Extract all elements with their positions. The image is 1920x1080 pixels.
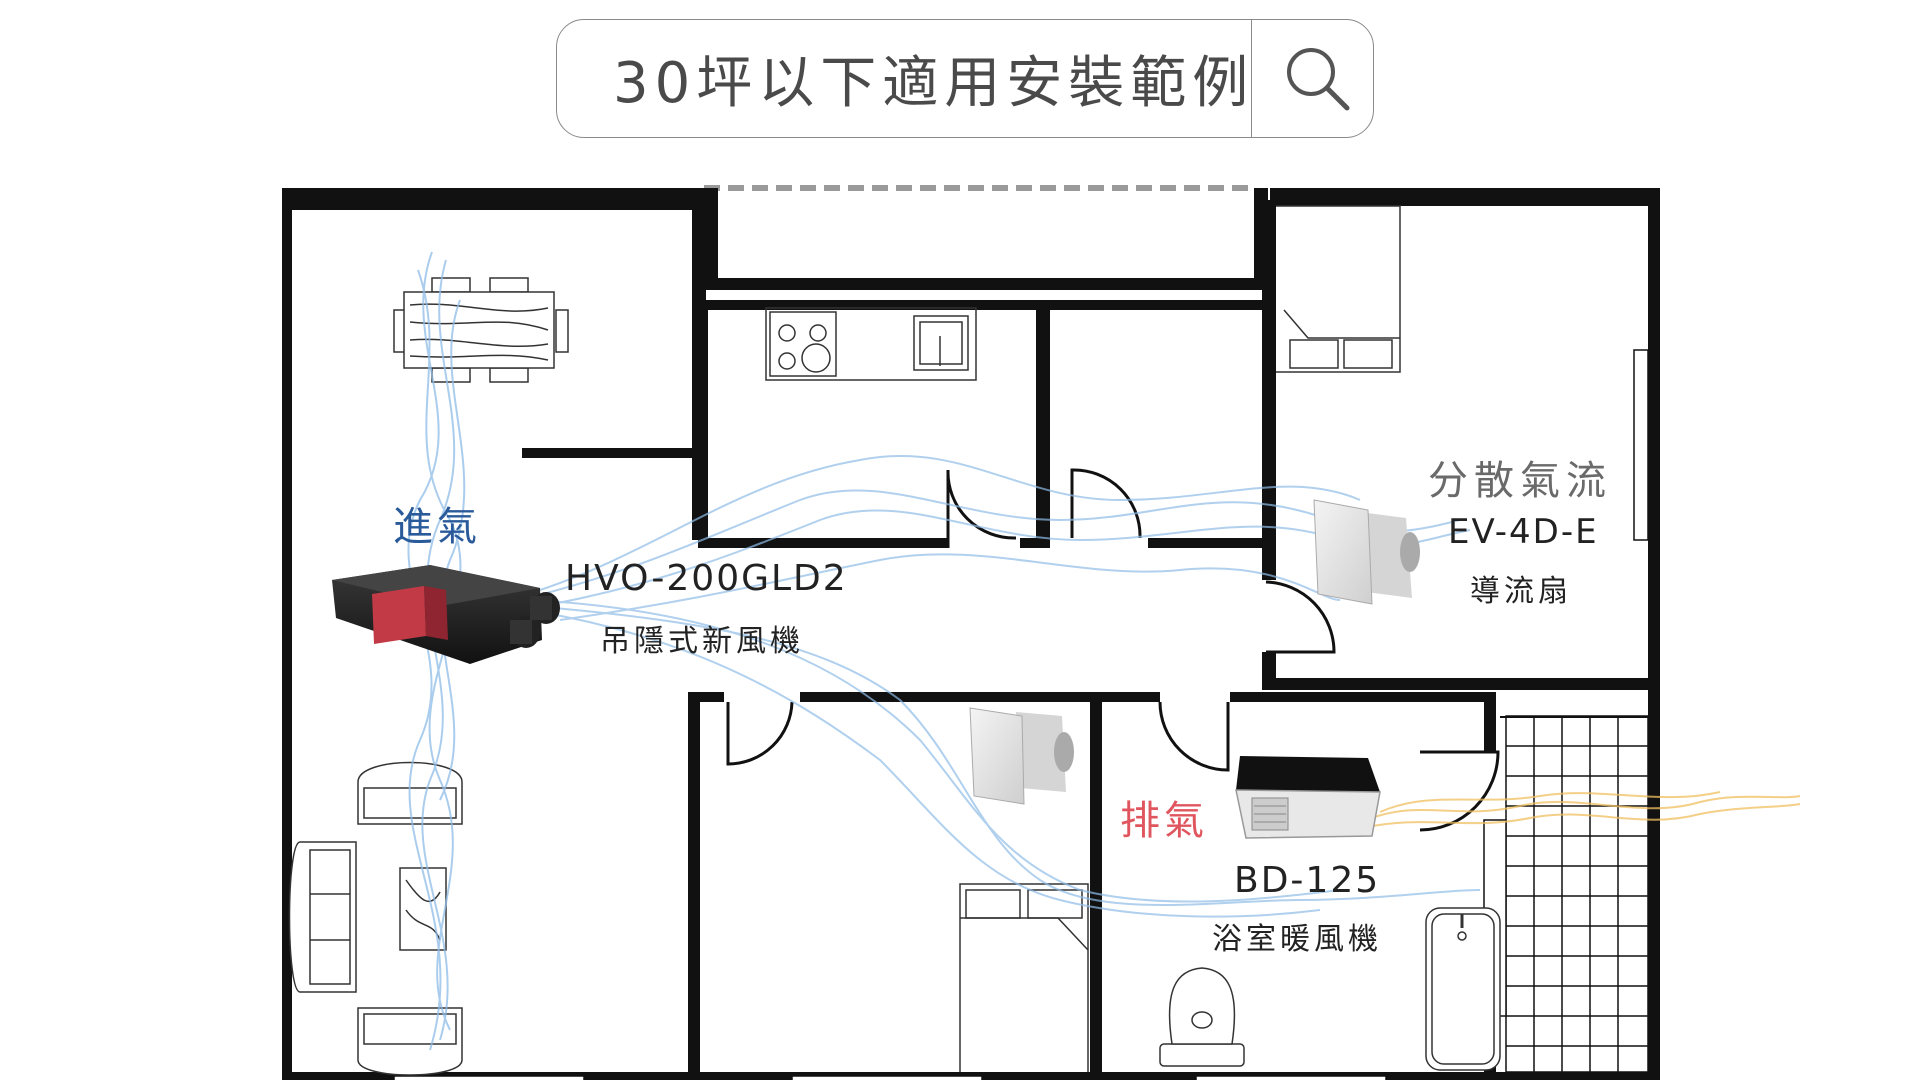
exhaust-fan-panel-image	[969, 707, 1074, 805]
toilet	[1159, 967, 1245, 1067]
windows	[393, 349, 1649, 1080]
hvo-unit-image	[332, 565, 560, 664]
bed-bottom	[959, 883, 1089, 1072]
dining-table	[393, 277, 569, 383]
hvo-name-label: 吊隱式新風機	[600, 624, 804, 659]
intake-label: 進氣	[393, 504, 481, 550]
ev-name-label: 導流扇	[1470, 574, 1572, 609]
airflow-supply	[519, 455, 1481, 918]
ev-model-label: EV-4D-E	[1448, 512, 1599, 552]
bed-top-right	[1276, 205, 1401, 373]
search-icon[interactable]	[1283, 44, 1353, 114]
search-title: 30坪以下適用安裝範例	[613, 51, 1255, 116]
doors	[726, 468, 1500, 832]
exhaust-label: 排氣	[1120, 798, 1208, 844]
search-divider	[1251, 20, 1252, 137]
balcony-tiles	[1483, 715, 1649, 1073]
hvo-model-label: HVO-200GLD2	[565, 558, 848, 599]
bathtub	[1425, 907, 1501, 1071]
airflow-exhaust	[1371, 791, 1801, 827]
bd-name-label: 浴室暖風機	[1212, 922, 1382, 957]
bd-unit-image	[1235, 756, 1381, 839]
stove	[765, 307, 977, 381]
distribute-label: 分散氣流	[1428, 458, 1612, 504]
bd-model-label: BD-125	[1234, 860, 1381, 901]
search-bar[interactable]: 30坪以下適用安裝範例	[556, 19, 1374, 138]
ev-unit-image	[1313, 499, 1420, 605]
